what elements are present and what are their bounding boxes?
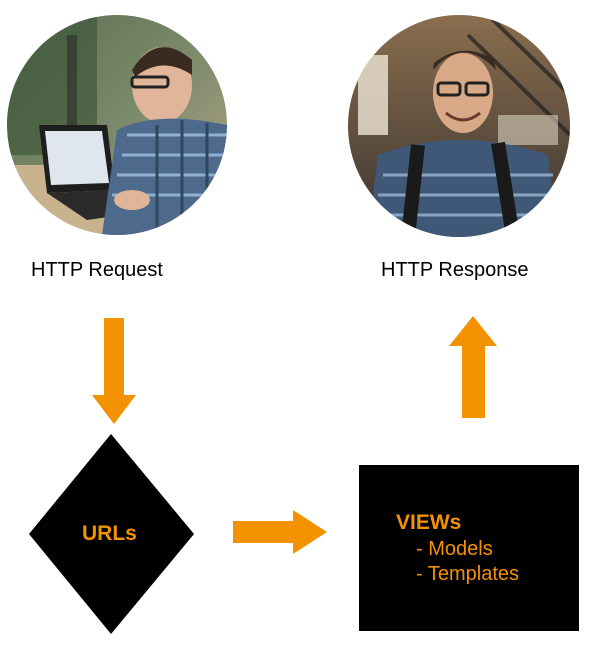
response-photo — [348, 15, 570, 237]
views-text: VIEWs - Models - Templates — [396, 511, 519, 586]
views-title: VIEWs — [396, 511, 462, 534]
http-request-label: HTTP Request — [31, 259, 163, 281]
arrow-up — [449, 316, 497, 418]
arrow-down — [92, 318, 136, 424]
http-response-label: HTTP Response — [381, 259, 529, 281]
request-photo — [7, 15, 227, 235]
urls-diamond — [29, 434, 194, 634]
arrow-right — [233, 510, 327, 554]
urls-label: URLs — [82, 522, 137, 545]
views-box — [359, 465, 579, 631]
views-item-models: - Models — [416, 538, 493, 560]
views-item-templates: - Templates — [416, 563, 520, 585]
